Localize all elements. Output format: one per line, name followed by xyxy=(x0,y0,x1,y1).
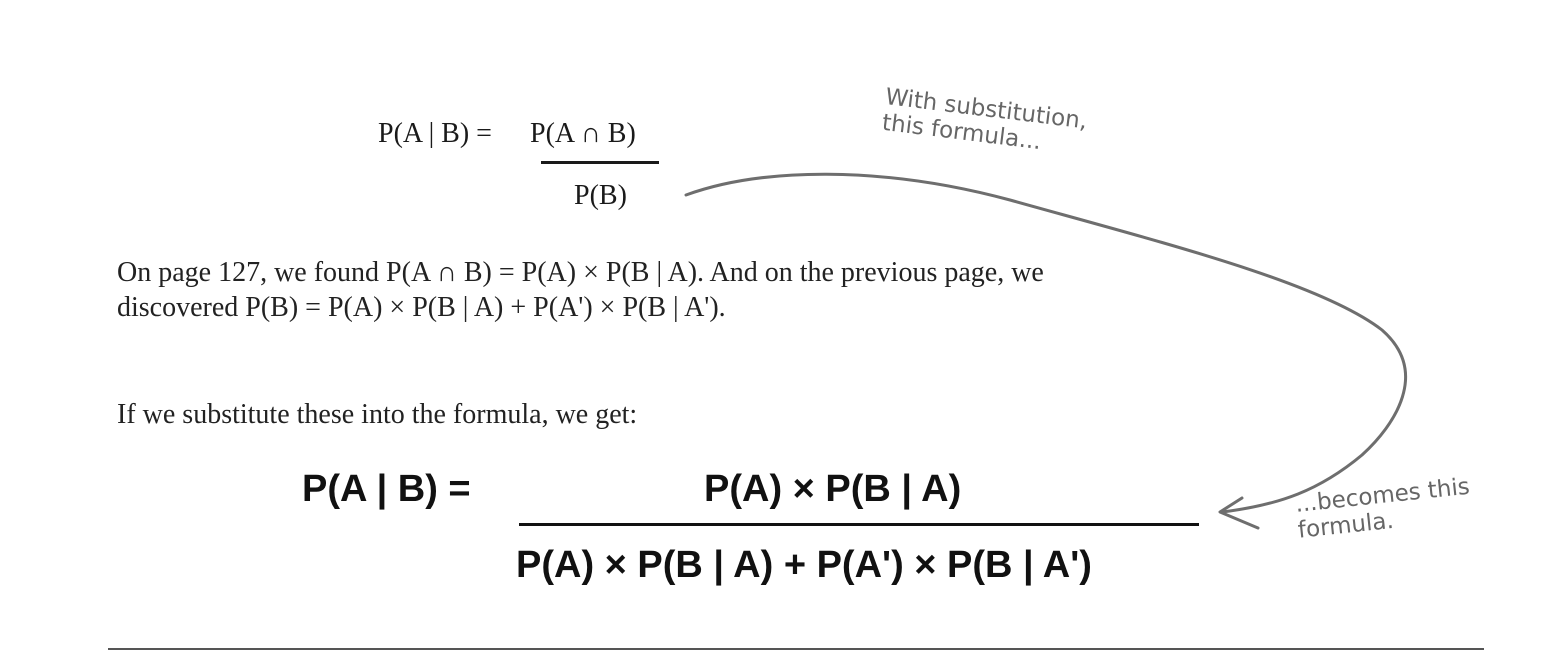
annotation-top: With substitution, this formula... xyxy=(881,84,1089,160)
big-formula-fraction-bar xyxy=(519,523,1199,526)
small-formula-fraction-bar xyxy=(541,161,659,164)
bottom-divider xyxy=(108,648,1484,650)
big-formula-denominator: P(A) × P(B | A) + P(A') × P(B | A') xyxy=(516,544,1092,586)
arrow-head xyxy=(1218,496,1260,530)
annotation-bottom: ...becomes this formula. xyxy=(1294,474,1474,544)
big-formula-numerator: P(A) × P(B | A) xyxy=(704,468,962,510)
explanation-paragraph: On page 127, we found P(A ∩ B) = P(A) × … xyxy=(117,257,1044,323)
small-formula-numerator: P(A ∩ B) xyxy=(530,118,636,149)
small-formula-lhs: P(A | B) = xyxy=(378,118,492,149)
substitution-paragraph: If we substitute these into the formula,… xyxy=(117,399,638,430)
small-formula-denominator: P(B) xyxy=(574,180,627,211)
big-formula-lhs: P(A | B) = xyxy=(302,468,471,510)
arrow-curve xyxy=(684,172,1408,514)
